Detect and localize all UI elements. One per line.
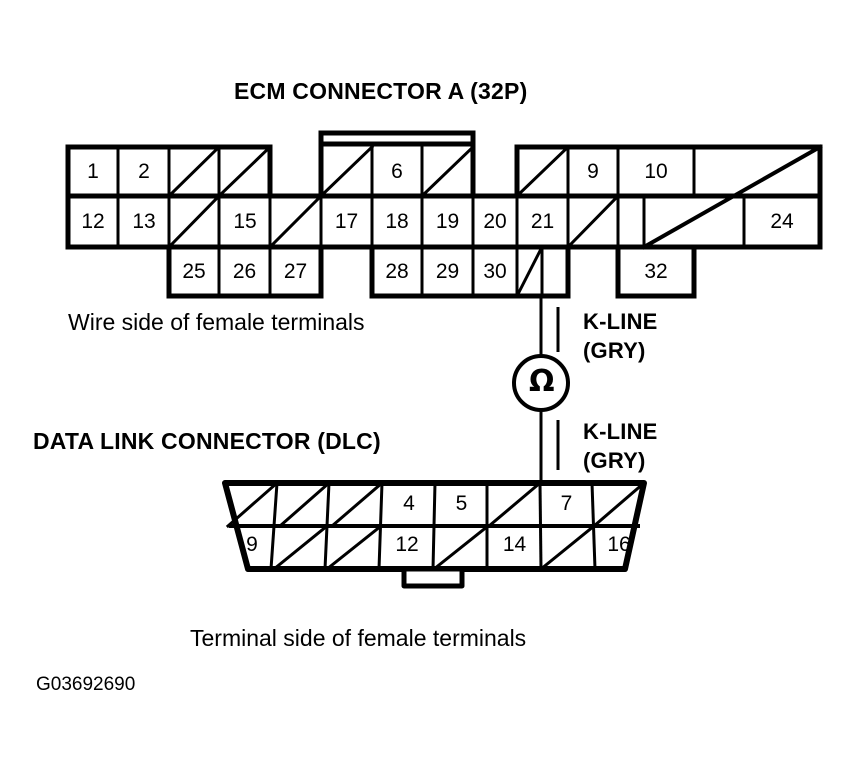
kline-gry-label-upper: (GRY): [583, 338, 646, 363]
ecm-pin-25: 25: [182, 260, 206, 283]
ecm-mid-blank-diag-3: [166, 193, 222, 250]
ecm-pin-18: 18: [385, 210, 409, 233]
dlc-top-blank-diag-2: [277, 480, 332, 529]
dlc-div-1: [269, 481, 279, 571]
ecm-mid-blank-diag-11: [565, 193, 621, 250]
ecm-top-blank-diag-8: [514, 144, 571, 199]
ecm-pin-2: 2: [138, 160, 150, 183]
ecm-pin-9: 9: [587, 160, 599, 183]
ecm-pin-29: 29: [435, 260, 460, 283]
ecm-wire-side-caption: Wire side of female terminals: [68, 309, 365, 335]
ecm-pin-28: 28: [385, 260, 409, 283]
ecm-top-blank-diag-5: [318, 144, 375, 199]
ecm-connector-graphic: [65, 130, 823, 299]
ecm-pin-26: 26: [232, 260, 257, 283]
ecm-top-blank-diag-4: [216, 144, 273, 199]
dlc-pin-16: 16: [607, 533, 631, 556]
dlc-div-6: [538, 481, 543, 571]
ecm-connector-title: ECM CONNECTOR A (32P): [234, 78, 528, 104]
ecm-bottom-block-mid: [369, 244, 571, 299]
dlc-pin-5: 5: [455, 492, 468, 515]
dlc-div-4: [431, 481, 437, 571]
ecm-top-blank-diag-3: [166, 144, 222, 199]
dlc-connector-graphic: [222, 480, 647, 589]
ecm-pin-1: 1: [87, 160, 99, 183]
ecm-pin-15: 15: [233, 210, 257, 233]
dlc-top-blank-diag-8: [591, 480, 647, 529]
dlc-pin-4: 4: [403, 492, 415, 515]
ecm-mid-blank-diag-5: [267, 193, 324, 250]
ecm-pin-32: 32: [644, 260, 668, 283]
kline-label-lower: K-LINE: [583, 419, 658, 444]
dlc-terminal-side-caption: Terminal side of female terminals: [190, 625, 527, 651]
dlc-top-blank-diag-3: [329, 480, 385, 529]
dlc-bottom-tab: [401, 566, 465, 589]
kline-test-circuit: [512, 294, 570, 484]
ecm-pin-21: 21: [530, 210, 555, 233]
dlc-bot-blank-diag-2: [271, 523, 330, 572]
ecm-pin-27: 27: [283, 260, 308, 283]
ecm-bot-blank-diag: [514, 244, 545, 299]
ecm-pin-30: 30: [483, 260, 507, 283]
ecm-pin-20: 20: [483, 210, 507, 233]
dlc-top-blank-diag-6: [486, 480, 543, 529]
ecm-pin-10: 10: [644, 160, 668, 183]
figure-code: G03692690: [36, 674, 136, 695]
ecm-pin-19: 19: [435, 210, 460, 233]
dlc-bot-blank-diag-3: [324, 523, 384, 572]
dlc-pin-7: 7: [560, 492, 573, 515]
dlc-pin-12: 12: [395, 533, 419, 556]
dlc-top-blank-diag-1: [225, 480, 280, 529]
ohmmeter-symbol: Ω: [529, 364, 555, 399]
ecm-pin-13: 13: [132, 210, 156, 233]
dlc-bot-blank-diag-5: [431, 523, 491, 572]
ecm-bottom-block-right: [615, 244, 697, 299]
dlc-bot-blank-diag-7: [538, 523, 597, 572]
ecm-top-blank-diag-7: [419, 144, 476, 199]
ecm-pin-24: 24: [770, 210, 794, 233]
ecm-bottom-block-left: [166, 244, 324, 299]
dlc-connector-title: DATA LINK CONNECTOR (DLC): [33, 428, 381, 454]
kline-label-upper: K-LINE: [583, 309, 658, 334]
ecm-pin-17: 17: [334, 210, 359, 233]
ecm-pin-6: 6: [391, 160, 403, 183]
dlc-pin-14: 14: [502, 533, 527, 556]
kline-gry-label-lower: (GRY): [583, 448, 646, 473]
dlc-pin-9: 9: [246, 533, 258, 556]
ecm-pin-12: 12: [81, 210, 105, 233]
